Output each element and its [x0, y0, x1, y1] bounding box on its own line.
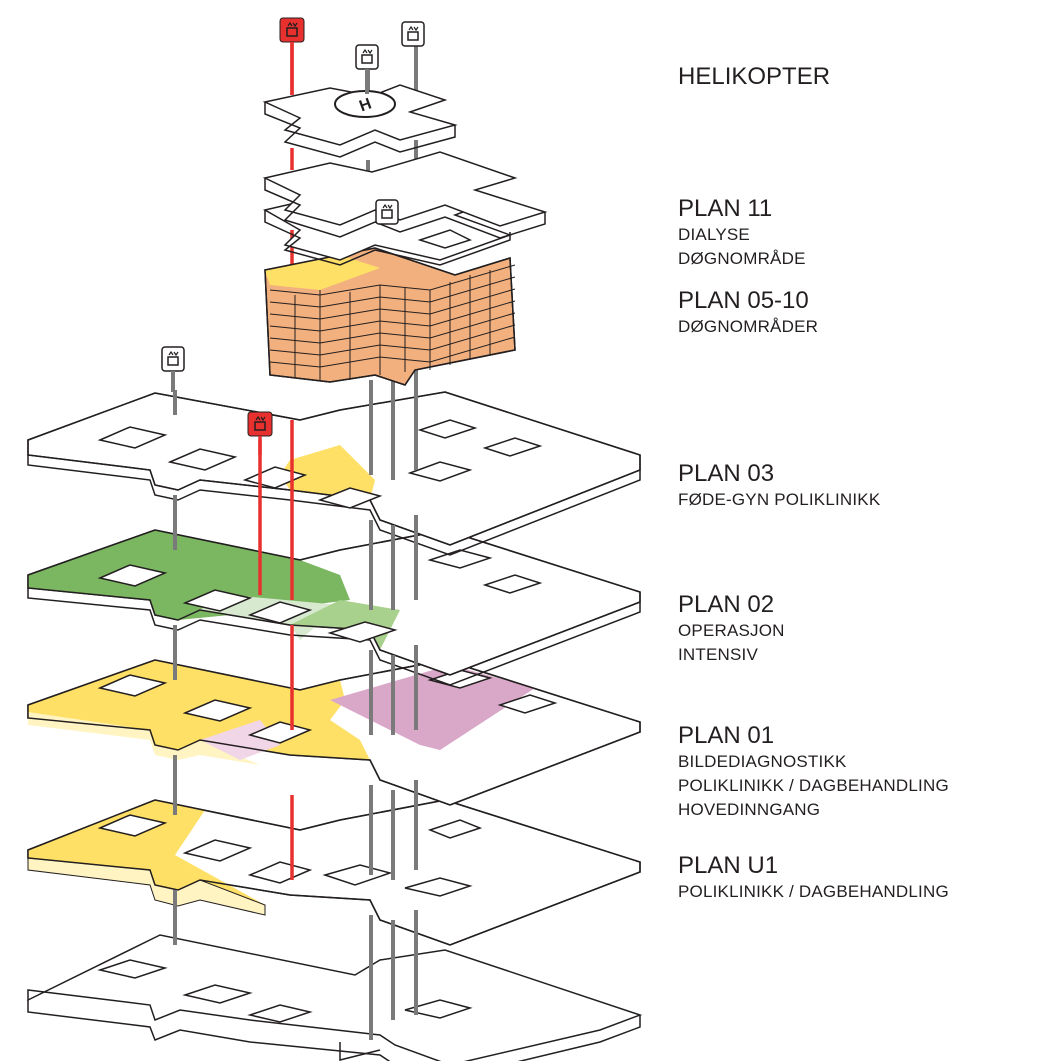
legend-plan01-line: POLIKLINIKK / DAGBEHANDLING	[678, 774, 949, 798]
legend-plan03-line: FØDE-GYN POLIKLINIKK	[678, 488, 880, 512]
legend-helikopter: HELIKOPTER	[678, 63, 830, 91]
elevator-icon-helipad	[356, 45, 378, 69]
floor-05-10-stack	[265, 248, 515, 385]
legend-plan01: PLAN 01 BILDEDIAGNOSTIKK POLIKLINIKK / D…	[678, 722, 949, 822]
legend-plan03-title: PLAN 03	[678, 460, 880, 488]
floor-u1	[28, 935, 640, 1061]
legend-plan03: PLAN 03 FØDE-GYN POLIKLINIKK	[678, 460, 880, 512]
legend-planu1: PLAN U1 POLIKLINIKK / DAGBEHANDLING	[678, 852, 949, 904]
floor-helipad: H	[265, 85, 455, 157]
legend-plan02: PLAN 02 OPERASJON INTENSIV	[678, 591, 785, 667]
legend-plan02-line: INTENSIV	[678, 643, 785, 667]
legend-plan02-title: PLAN 02	[678, 591, 785, 619]
legend-plan05-10-title: PLAN 05-10	[678, 287, 818, 315]
elevator-icon-left	[162, 347, 184, 371]
legend-planu1-title: PLAN U1	[678, 852, 949, 880]
legend-plan11: PLAN 11 DIALYSE DØGNOMRÅDE	[678, 195, 806, 271]
legend-plan05-10-line: DØGNOMRÅDER	[678, 315, 818, 339]
legend-plan11-line: DIALYSE	[678, 223, 806, 247]
legend-plan02-line: OPERASJON	[678, 619, 785, 643]
legend-helikopter-title: HELIKOPTER	[678, 63, 830, 91]
floor-03	[28, 392, 640, 555]
floor-01-lower	[28, 800, 640, 945]
legend-plan11-line: DØGNOMRÅDE	[678, 247, 806, 271]
legend-plan01-line: HOVEDINNGANG	[678, 798, 949, 822]
legend-plan05-10: PLAN 05-10 DØGNOMRÅDER	[678, 287, 818, 339]
legend-plan11-title: PLAN 11	[678, 195, 806, 223]
legend-planu1-line: POLIKLINIKK / DAGBEHANDLING	[678, 880, 949, 904]
legend-plan01-line: BILDEDIAGNOSTIKK	[678, 750, 949, 774]
elevator-icon-top-right	[402, 22, 424, 46]
slab-u1-top	[28, 935, 640, 1061]
elevator-icon-red-top	[280, 18, 304, 42]
floor-01	[28, 660, 640, 805]
legend-plan01-title: PLAN 01	[678, 722, 949, 750]
floor-02	[28, 530, 640, 685]
elevator-icon-plan11	[376, 200, 398, 224]
elevator-icon-red-plan03	[248, 412, 272, 436]
